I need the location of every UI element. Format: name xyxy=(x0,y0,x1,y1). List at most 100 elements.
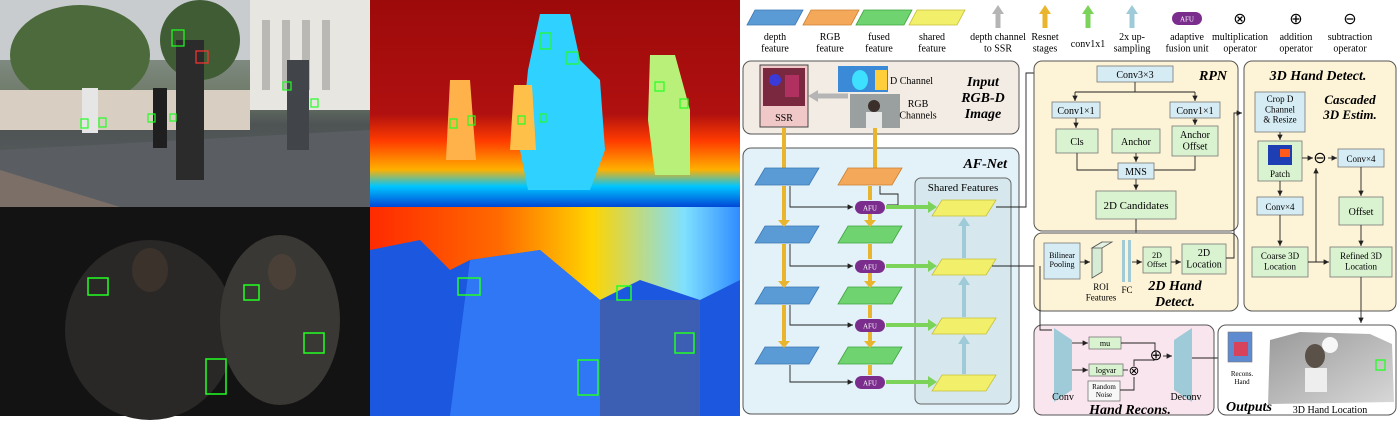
afu-2-label: AFU xyxy=(863,264,877,272)
photo-outdoor-depth xyxy=(370,0,740,207)
2d-candidates-box xyxy=(1095,190,1177,220)
fused-stage-3 xyxy=(837,286,903,305)
depth-stage-2 xyxy=(754,225,820,244)
2d-location-box xyxy=(1181,243,1227,275)
offset-3d-box xyxy=(1338,196,1384,226)
random-noise-box xyxy=(1087,380,1121,402)
multiplication-icon: ⊗ xyxy=(1233,11,1246,28)
deconv-decoder xyxy=(1174,328,1192,402)
shared-feature-1 xyxy=(931,199,997,217)
fused-stage-2 xyxy=(837,225,903,244)
patch-label: Patch xyxy=(1270,169,1290,179)
photo-indoor-rgb xyxy=(0,207,370,420)
outputs-panel: Recons.Hand Outputs 3D Hand Location xyxy=(1217,324,1397,416)
ssr-label: SSR xyxy=(775,113,793,124)
afu-badge-icon xyxy=(1172,12,1202,25)
d-channel-label: D Channel xyxy=(890,76,933,87)
anchor-label: Anchor xyxy=(1121,137,1152,148)
afu-3-label: AFU xyxy=(863,323,877,331)
mu-label: mu xyxy=(1100,339,1110,348)
recon-conv-label: Conv xyxy=(1052,392,1074,403)
crop-d-channel-box xyxy=(1254,91,1306,133)
fused-stage-4 xyxy=(837,346,903,365)
rgb-stage-1 xyxy=(837,167,903,186)
legend-upsampling-label: 2x up-sampling xyxy=(1114,32,1151,55)
outputs-title: Outputs xyxy=(1226,400,1272,415)
cls-box xyxy=(1055,128,1099,154)
addition-icon: ⊕ xyxy=(1289,11,1302,28)
depth-swatch xyxy=(746,9,804,26)
detect3d-title: 3D Hand Detect. xyxy=(1269,69,1367,84)
coarse-3d-box xyxy=(1251,246,1309,278)
refined-3d-box xyxy=(1329,246,1393,278)
rgb-swatch xyxy=(802,9,860,26)
cls-label: Cls xyxy=(1070,137,1083,148)
3d-hand-location-label: 3D Hand Location xyxy=(1293,405,1367,416)
depth-stage-1 xyxy=(754,167,820,186)
fc-label: FC xyxy=(1121,285,1132,295)
recon-add-icon: ⊕ xyxy=(1150,348,1163,364)
shared-feature-4 xyxy=(931,374,997,392)
afu-1-label: AFU xyxy=(863,205,877,213)
afu-4-label: AFU xyxy=(863,380,877,388)
anchor-box xyxy=(1111,128,1161,154)
2d-candidates-label: 2D Candidates xyxy=(1103,200,1168,212)
conv1x1-b-label: Conv1×1 xyxy=(1176,106,1213,117)
conv4-b-label: Conv×4 xyxy=(1346,154,1376,164)
photo-indoor-depth xyxy=(370,207,740,416)
depth-stage-4 xyxy=(754,346,820,365)
depth-stage-3 xyxy=(754,286,820,305)
conv3x3-label: Conv3×3 xyxy=(1116,70,1153,81)
afu-node-4: AFU xyxy=(855,376,885,389)
photo-outdoor-rgb xyxy=(0,0,370,207)
logvar-label: logvar xyxy=(1096,366,1117,375)
afu-node-3: AFU xyxy=(855,319,885,332)
legend-upsampling: 2x up-sampling xyxy=(1114,5,1151,55)
subtraction-node-icon: ⊖ xyxy=(1313,150,1326,167)
mns-label: MNS xyxy=(1125,167,1147,178)
bilinear-pooling-box xyxy=(1043,242,1081,280)
shared-feature-2 xyxy=(931,258,997,276)
recon-mult-icon: ⊗ xyxy=(1129,363,1140,378)
afu-node-2: AFU xyxy=(855,260,885,273)
recon-title: Hand Recons. xyxy=(1088,403,1171,418)
fc-bar-2 xyxy=(1128,240,1131,282)
fused-swatch xyxy=(855,9,913,26)
fc-bar-1 xyxy=(1122,240,1125,282)
afu-node-1: AFU xyxy=(855,201,885,214)
recons-hand-label: Recons.Hand xyxy=(1231,370,1254,386)
